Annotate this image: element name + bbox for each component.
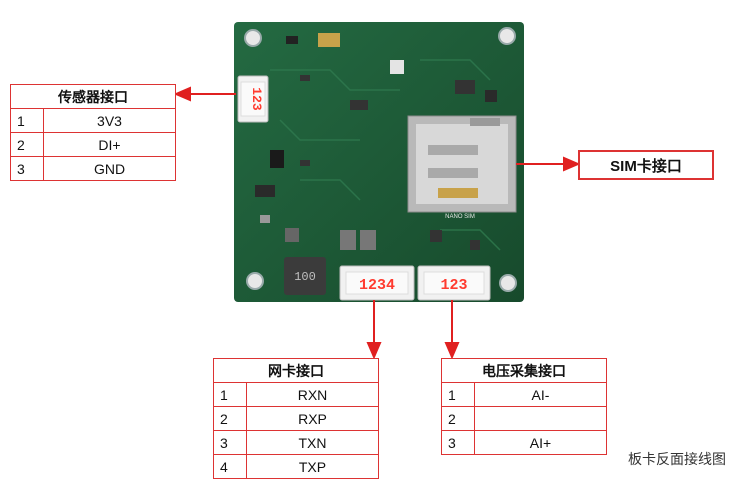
table-row: 3 TXN	[213, 430, 379, 455]
pcb-body	[234, 22, 524, 302]
table-row: 1 3V3	[10, 108, 176, 133]
figure-caption: 板卡反面接线图	[628, 452, 726, 468]
sensor-connector	[237, 75, 269, 123]
net-connector	[339, 265, 415, 301]
sim-card-holder	[407, 115, 517, 213]
table-row: 2 RXP	[213, 406, 379, 431]
table-row: 4 TXP	[213, 454, 379, 479]
net-interface-table: 网卡接口 1 RXN 2 RXP 3 TXN 4 TXP	[213, 358, 379, 479]
table-row: 2	[441, 406, 607, 431]
net-table-title: 网卡接口	[213, 358, 379, 383]
inductor	[284, 257, 326, 295]
table-row: 3 AI+	[441, 430, 607, 455]
callout-arrows	[173, 86, 581, 360]
inductor-label: 100	[294, 270, 316, 284]
sensor-pin-numbers: 123	[249, 87, 264, 111]
net-pin-numbers: 1234	[359, 277, 395, 294]
table-row: 2 DI+	[10, 132, 176, 157]
sim-interface-label: SIM卡接口	[578, 150, 714, 180]
power-connector	[417, 265, 491, 301]
sensor-interface-table: 传感器接口 1 3V3 2 DI+ 3 GND	[10, 84, 176, 181]
mounting-holes	[244, 27, 517, 292]
sim-silk-label: NANO SIM	[445, 214, 475, 220]
pcb-traces	[270, 59, 501, 251]
table-row: 3 GND	[10, 156, 176, 181]
table-row: 1 RXN	[213, 382, 379, 407]
table-row: 1 AI-	[441, 382, 607, 407]
power-table-title: 电压采集接口	[441, 358, 607, 383]
smd-components	[255, 33, 497, 250]
power-pin-numbers: 123	[440, 277, 467, 294]
sensor-table-title: 传感器接口	[10, 84, 176, 109]
power-interface-table: 电压采集接口 1 AI- 2 3 AI+	[441, 358, 607, 455]
